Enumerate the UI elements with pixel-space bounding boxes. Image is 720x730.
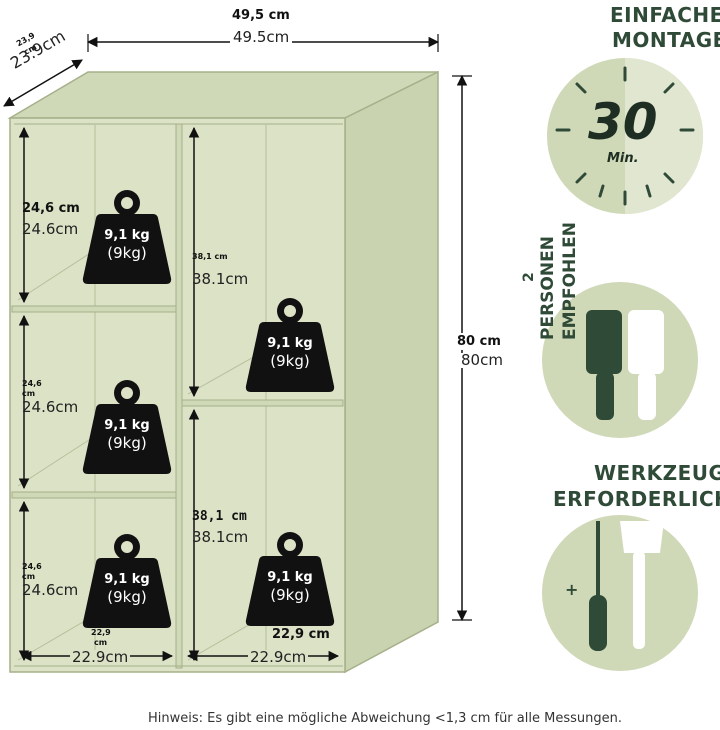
weight-kg: 9,1 kg bbox=[104, 572, 150, 587]
shelf-board-right-1 bbox=[181, 399, 344, 407]
left-mid-height-label-bold: 24,6 bbox=[22, 379, 42, 388]
weight-label-5: 9,1 kg (9kg) bbox=[245, 570, 335, 605]
bottom-right-width-label: 22.9cm bbox=[248, 648, 309, 666]
measurement-note: Hinweis: Es gibt eine mögliche Abweichun… bbox=[148, 711, 622, 726]
weight-alt: (9kg) bbox=[270, 352, 310, 371]
persons-icon bbox=[542, 282, 698, 438]
screwdriver-hammer-icon bbox=[542, 515, 698, 671]
left-top-height-label: 24.6cm bbox=[22, 220, 79, 238]
weight-kg: 9,1 kg bbox=[104, 228, 150, 243]
left-bot-height-label-unit: cm bbox=[22, 572, 36, 581]
right-bot-height-label-bold: 38,1 cm bbox=[192, 509, 247, 524]
height-label-bold: 80 cm bbox=[455, 333, 503, 350]
right-bot-height-label: 38.1cm bbox=[192, 528, 249, 546]
weight-label-4: 9,1 kg (9kg) bbox=[245, 336, 335, 371]
right-top-height-label-bold: 38,1 cm bbox=[192, 252, 228, 261]
bottom-right-width-label-bold: 22,9 cm bbox=[272, 627, 330, 642]
weight-label-1: 9,1 kg (9kg) bbox=[82, 228, 172, 263]
persons-number: 2 bbox=[521, 272, 537, 282]
persons-line2: EMPFOHLEN bbox=[560, 222, 580, 340]
assembly-title-line1: EINFACHE bbox=[610, 3, 720, 27]
weight-alt: (9kg) bbox=[107, 244, 147, 263]
weight-alt: (9kg) bbox=[107, 588, 147, 607]
left-mid-height-label-unit: cm bbox=[22, 389, 36, 398]
depth-dimension-arrow bbox=[3, 59, 83, 107]
clock-icon bbox=[547, 58, 703, 214]
width-label: 49.5cm bbox=[230, 30, 293, 45]
width-label-bold: 49,5 cm bbox=[232, 8, 290, 23]
weight-icon bbox=[245, 298, 335, 392]
weight-kg: 9,1 kg bbox=[267, 570, 313, 585]
weight-alt: (9kg) bbox=[270, 586, 310, 605]
assembly-unit: Min. bbox=[607, 151, 639, 166]
left-bot-height-label: 24.6cm bbox=[22, 581, 79, 599]
weight-kg: 9,1 kg bbox=[104, 418, 150, 433]
weight-icon bbox=[245, 532, 335, 626]
left-bot-height-label-bold: 24,6 bbox=[22, 562, 42, 571]
weight-label-3: 9,1 kg (9kg) bbox=[82, 572, 172, 607]
shelf-board-left-1 bbox=[11, 305, 177, 313]
tools-title-line1: WERKZEUG bbox=[594, 461, 720, 485]
assembly-time: 30 bbox=[588, 93, 658, 151]
right-top-height-label: 38.1cm bbox=[192, 270, 249, 288]
weight-icon bbox=[82, 190, 172, 284]
height-label: 80cm bbox=[459, 351, 505, 369]
weight-icon bbox=[82, 534, 172, 628]
persons-line1: PERSONEN bbox=[538, 236, 558, 340]
weight-label-2: 9,1 kg (9kg) bbox=[82, 418, 172, 453]
tools-title-line2: ERFORDERLICH bbox=[553, 487, 720, 511]
left-top-height-label-bold: 24,6 cm bbox=[22, 201, 80, 216]
weight-kg: 9,1 kg bbox=[267, 336, 313, 351]
weight-icon bbox=[82, 380, 172, 474]
tools-plus: + bbox=[565, 580, 579, 599]
left-mid-height-label: 24.6cm bbox=[22, 398, 79, 416]
bottom-left-width-label-bold: 22,9 bbox=[91, 628, 111, 637]
shelf-board-left-2 bbox=[11, 491, 177, 499]
shelf-side-face bbox=[344, 70, 439, 674]
bottom-left-width-label-unit: cm bbox=[94, 638, 108, 647]
bottom-left-width-label: 22.9cm bbox=[70, 648, 131, 666]
assembly-title-line2: MONTAGE bbox=[612, 28, 720, 52]
weight-alt: (9kg) bbox=[107, 434, 147, 453]
